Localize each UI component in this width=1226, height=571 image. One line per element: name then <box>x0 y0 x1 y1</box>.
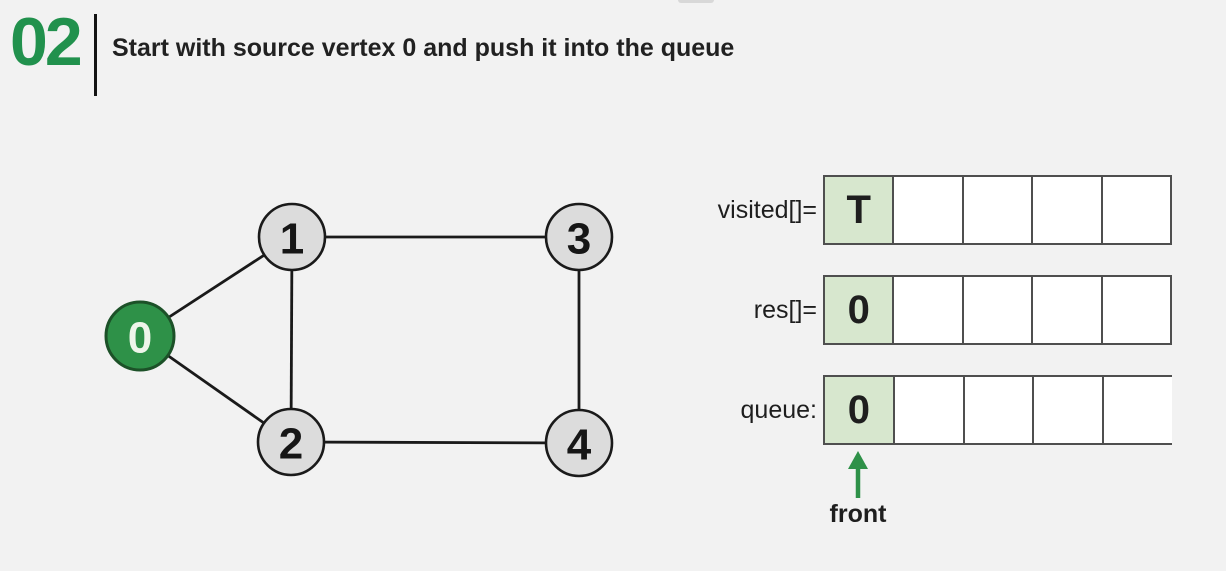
graph-node-1: 1 <box>257 202 327 272</box>
svg-text:0: 0 <box>128 314 152 363</box>
queue-cell-0: 0 <box>825 377 895 443</box>
res-cell-0: 0 <box>825 277 895 343</box>
front-label: front <box>829 500 887 528</box>
queue-cell-3 <box>1034 377 1105 443</box>
queue-row: queue: 0 <box>660 375 1172 445</box>
visited-array: T <box>823 175 1172 245</box>
visited-label: visited[]= <box>717 196 817 224</box>
visited-cell-0: T <box>825 177 895 243</box>
front-pointer: front <box>830 450 886 529</box>
res-label: res[]= <box>753 296 817 324</box>
step-number: 02 <box>10 4 83 80</box>
queue-array: 0 <box>823 375 1172 445</box>
visited-row: visited[]= T <box>660 175 1172 245</box>
res-cell-4 <box>1102 277 1171 343</box>
visited-cell-3 <box>1033 177 1103 243</box>
visited-cell-1 <box>894 177 964 243</box>
queue-label: queue: <box>740 396 817 424</box>
graph-node-0: 0 <box>104 300 176 372</box>
step-title: Start with source vertex 0 and push it i… <box>112 34 735 62</box>
graph-node-4: 4 <box>544 408 614 478</box>
res-row: res[]= 0 <box>660 275 1172 345</box>
graph-node-2: 2 <box>256 407 326 477</box>
queue-cell-2 <box>964 377 1035 443</box>
svg-text:4: 4 <box>567 421 592 470</box>
svg-text:3: 3 <box>567 215 591 264</box>
graph-node-3: 3 <box>544 202 614 272</box>
front-arrow-icon <box>848 451 868 498</box>
svg-text:1: 1 <box>280 215 304 264</box>
queue-cell-4 <box>1104 377 1172 443</box>
res-cell-2 <box>963 277 1034 343</box>
visited-cell-2 <box>963 177 1034 243</box>
svg-text:2: 2 <box>279 420 303 469</box>
visited-cell-4 <box>1102 177 1171 243</box>
res-cell-1 <box>894 277 964 343</box>
edge-2-4 <box>290 440 580 445</box>
res-array: 0 <box>823 275 1172 345</box>
queue-cell-1 <box>894 377 965 443</box>
res-cell-3 <box>1033 277 1103 343</box>
step-divider <box>94 14 97 96</box>
top-edge-artifact <box>678 0 714 3</box>
